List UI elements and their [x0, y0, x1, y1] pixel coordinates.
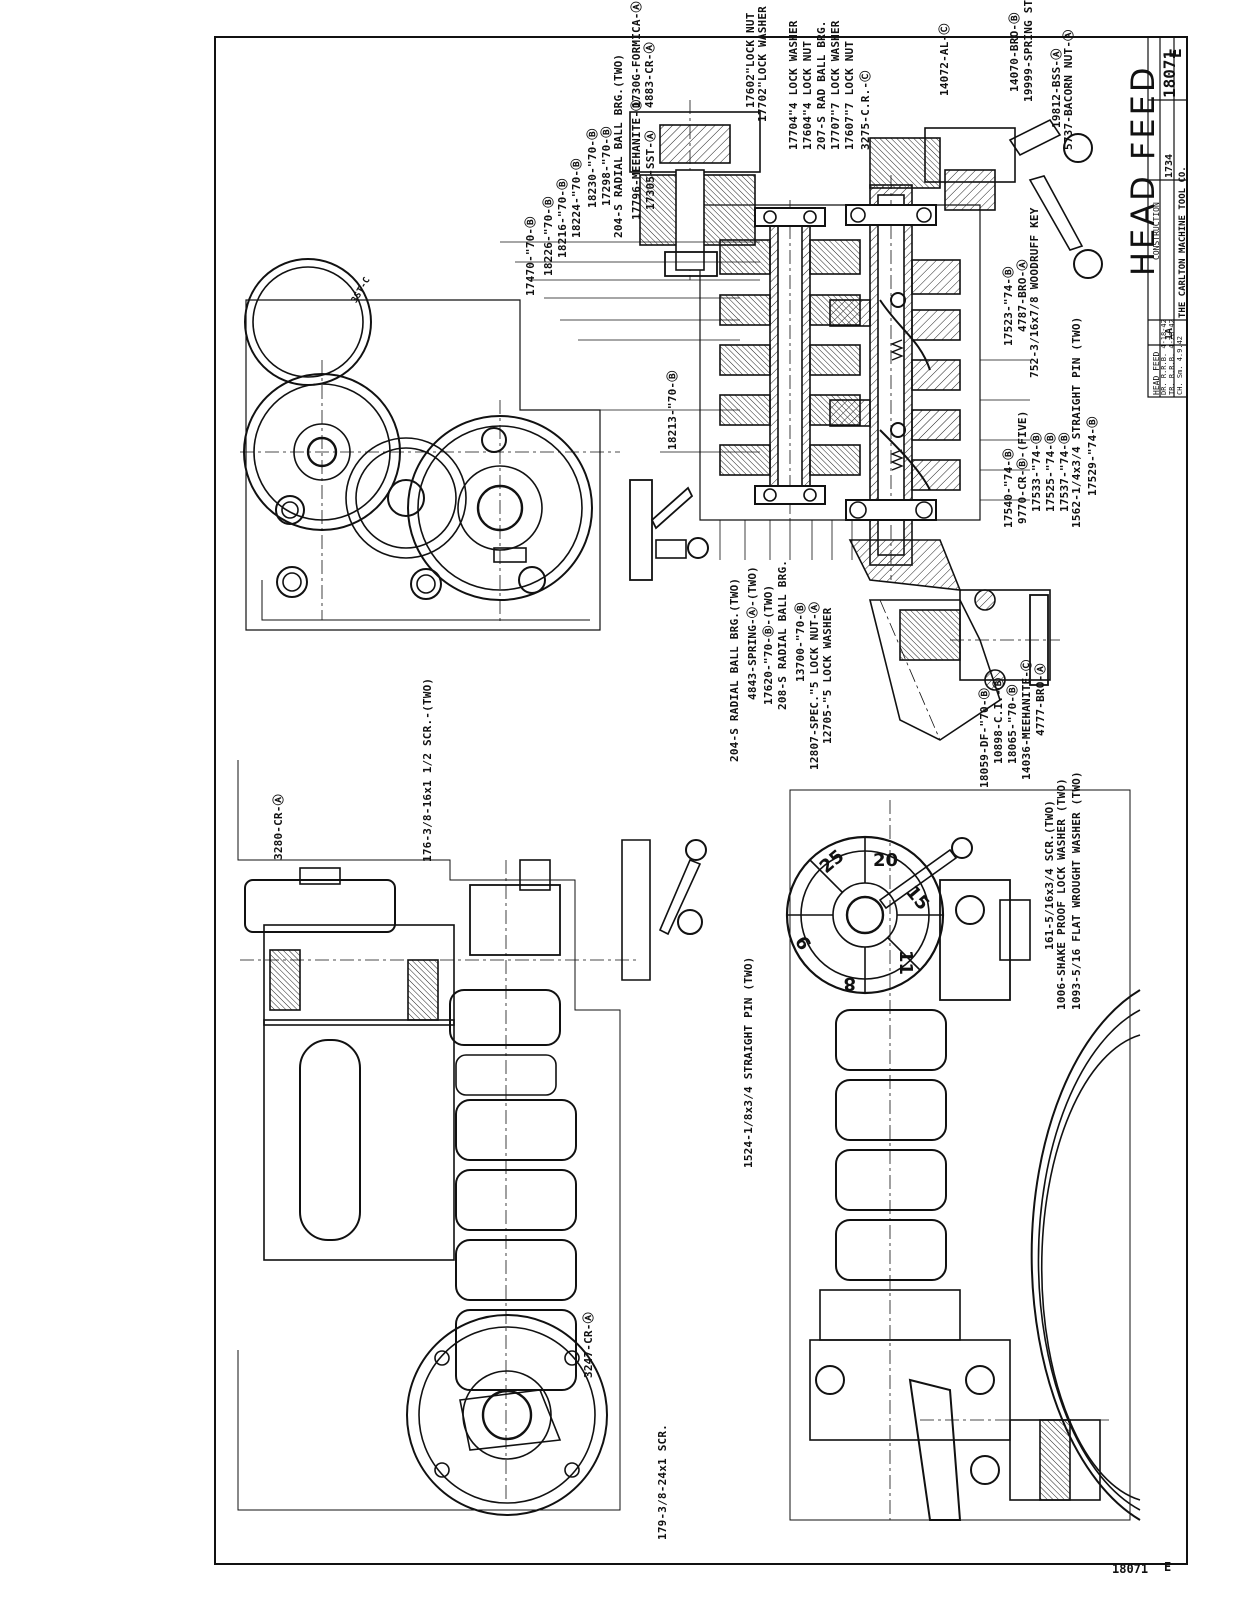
callout-right-8: 1562-1/4x3/4 STRAIGHT PIN (TWO): [1070, 316, 1083, 529]
callout-top-23: 17470-"70-Ⓑ: [524, 216, 537, 296]
callout-mid-1: 4843-SPRING-Ⓐ-(TWO): [746, 565, 759, 700]
dial-number-20: 20: [873, 850, 898, 871]
callout-top-19: 18230-"70-Ⓑ: [586, 128, 599, 208]
callout-top-22: 18226-"70-Ⓑ: [542, 196, 555, 276]
callout-top-1: 4883-CR-Ⓐ: [643, 42, 656, 108]
callout-top-15: 17305-SST-Ⓐ: [644, 130, 657, 210]
corner-sheet-letter: E: [1164, 1560, 1172, 1574]
dial-numbers: 25 20 15 11 8 9: [792, 846, 933, 994]
callout-mid-3: 208-S RADIAL BALL BRG.: [776, 559, 789, 710]
callout-lower-3: 1524-1/8x3/4 STRAIGHT PIN (TWO): [742, 956, 755, 1169]
callout-top-4: 17704"4 LOCK WASHER: [787, 20, 800, 150]
callout-top-24: 18213-"70-Ⓑ: [666, 370, 679, 450]
callout-left-2: 3247-CR-Ⓐ: [582, 1312, 595, 1378]
callout-right-9: 17529-"74-Ⓑ: [1086, 416, 1099, 496]
callout-top-8: 17607"7 LOCK NUT: [843, 40, 856, 150]
callout-top-12: 19999-SPRING STEEL-Ⓐ: [1022, 0, 1035, 102]
callout-top-18: 17298-"70-Ⓑ: [600, 126, 613, 206]
callout-left-0: 3280-CR-Ⓐ: [272, 794, 285, 860]
callout-top-9: 3275-C.R.-Ⓒ: [859, 70, 872, 150]
gear-end-view: [240, 258, 709, 631]
callout-top-21: 18216-"70-Ⓑ: [556, 178, 569, 258]
checked-by: CH. Sm. 4.9.42: [1176, 335, 1184, 395]
callout-right-2: 752-3/16x7/8 WOODRUFF KEY: [1028, 207, 1041, 378]
company-name: THE CARLTON MACHINE TOOL CO.: [1178, 166, 1188, 318]
dial-number-11: 11: [895, 950, 916, 975]
callout-top-5: 17604"4 LOCK NUT: [801, 40, 814, 150]
callout-top-3: 17702"LOCK WASHER: [756, 6, 769, 122]
construction-label: CONSTRUCTION: [1152, 202, 1161, 260]
callout-mid-11: 4777-BRO-Ⓐ: [1034, 663, 1047, 736]
callout-top-10: 14072-AL-Ⓒ: [938, 23, 951, 96]
front-view-right: [785, 789, 1141, 1521]
callout-mid-0: 204-S RADIAL BALL BRG.(TWO): [728, 577, 741, 762]
head-feed-section: [500, 100, 1103, 741]
callout-top-7: 17707"7 LOCK WASHER: [829, 20, 842, 150]
callout-top-16: 17796-MEEHANITE-Ⓓ: [630, 99, 643, 220]
drawn-by: DR. R.R.B. 4-18-42: [1160, 319, 1168, 395]
callout-lower-1: 1006-SHAKE PROOF LOCK WASHER (TWO): [1055, 778, 1068, 1010]
callout-top-14: 5737-BACORN NUT-Ⓐ: [1062, 29, 1075, 150]
callout-top-6: 207-S RAD BALL BRG.: [815, 20, 828, 150]
side-view-left: [237, 760, 707, 1516]
callout-mid-5: 12807-SPEC."5 LOCK NUT-Ⓐ: [808, 601, 821, 770]
sheet-border: [214, 36, 1188, 1565]
revision-letter: E: [1166, 48, 1185, 58]
construction-number: 1734: [1164, 153, 1175, 178]
callout-left-1: 176-3/8-16x1 1/2 SCR.-(TWO): [421, 677, 434, 862]
dial-number-8: 8: [843, 973, 856, 994]
traced-by: TR. R.R.B. 4-28-42: [1168, 319, 1176, 395]
callout-mid-6: 12705-"5 LOCK WASHER: [821, 607, 834, 744]
corner-drawing-number: 18071: [1112, 1562, 1149, 1576]
callout-lower-2: 1093-5/16 FLAT WROUGHT WASHER (TWO): [1070, 771, 1083, 1010]
callout-mid-2: 17620-"70-Ⓑ-(TWO): [762, 584, 775, 705]
callout-top-20: 18224-"70-Ⓑ: [570, 158, 583, 238]
title-block-frame: [1147, 36, 1188, 398]
callout-left-3: 179-3/8-24x1 SCR.: [656, 1424, 669, 1540]
